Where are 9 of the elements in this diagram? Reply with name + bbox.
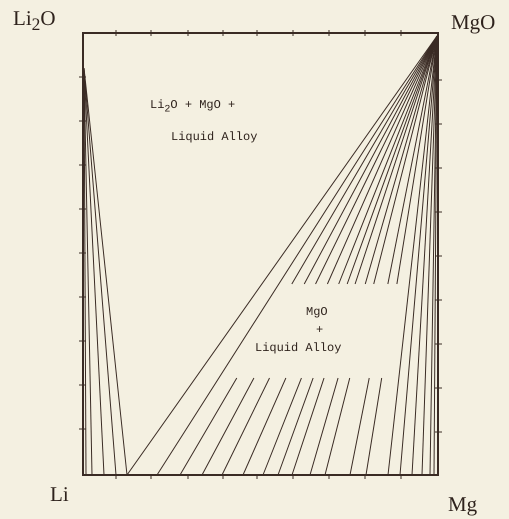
corner-label: Li: [50, 484, 69, 505]
region-label: Liquid Alloy: [255, 342, 342, 354]
corner-label: Li$_{2}$O: [13, 8, 56, 34]
corner-label: MgO: [451, 12, 496, 33]
region-label: Liquid Alloy: [171, 131, 258, 143]
corner-label: Mg: [448, 494, 478, 515]
region-label: Li$_{2}$O + MgO +: [150, 99, 236, 116]
region-label: +: [316, 324, 324, 336]
region-label: MgO: [306, 306, 328, 318]
